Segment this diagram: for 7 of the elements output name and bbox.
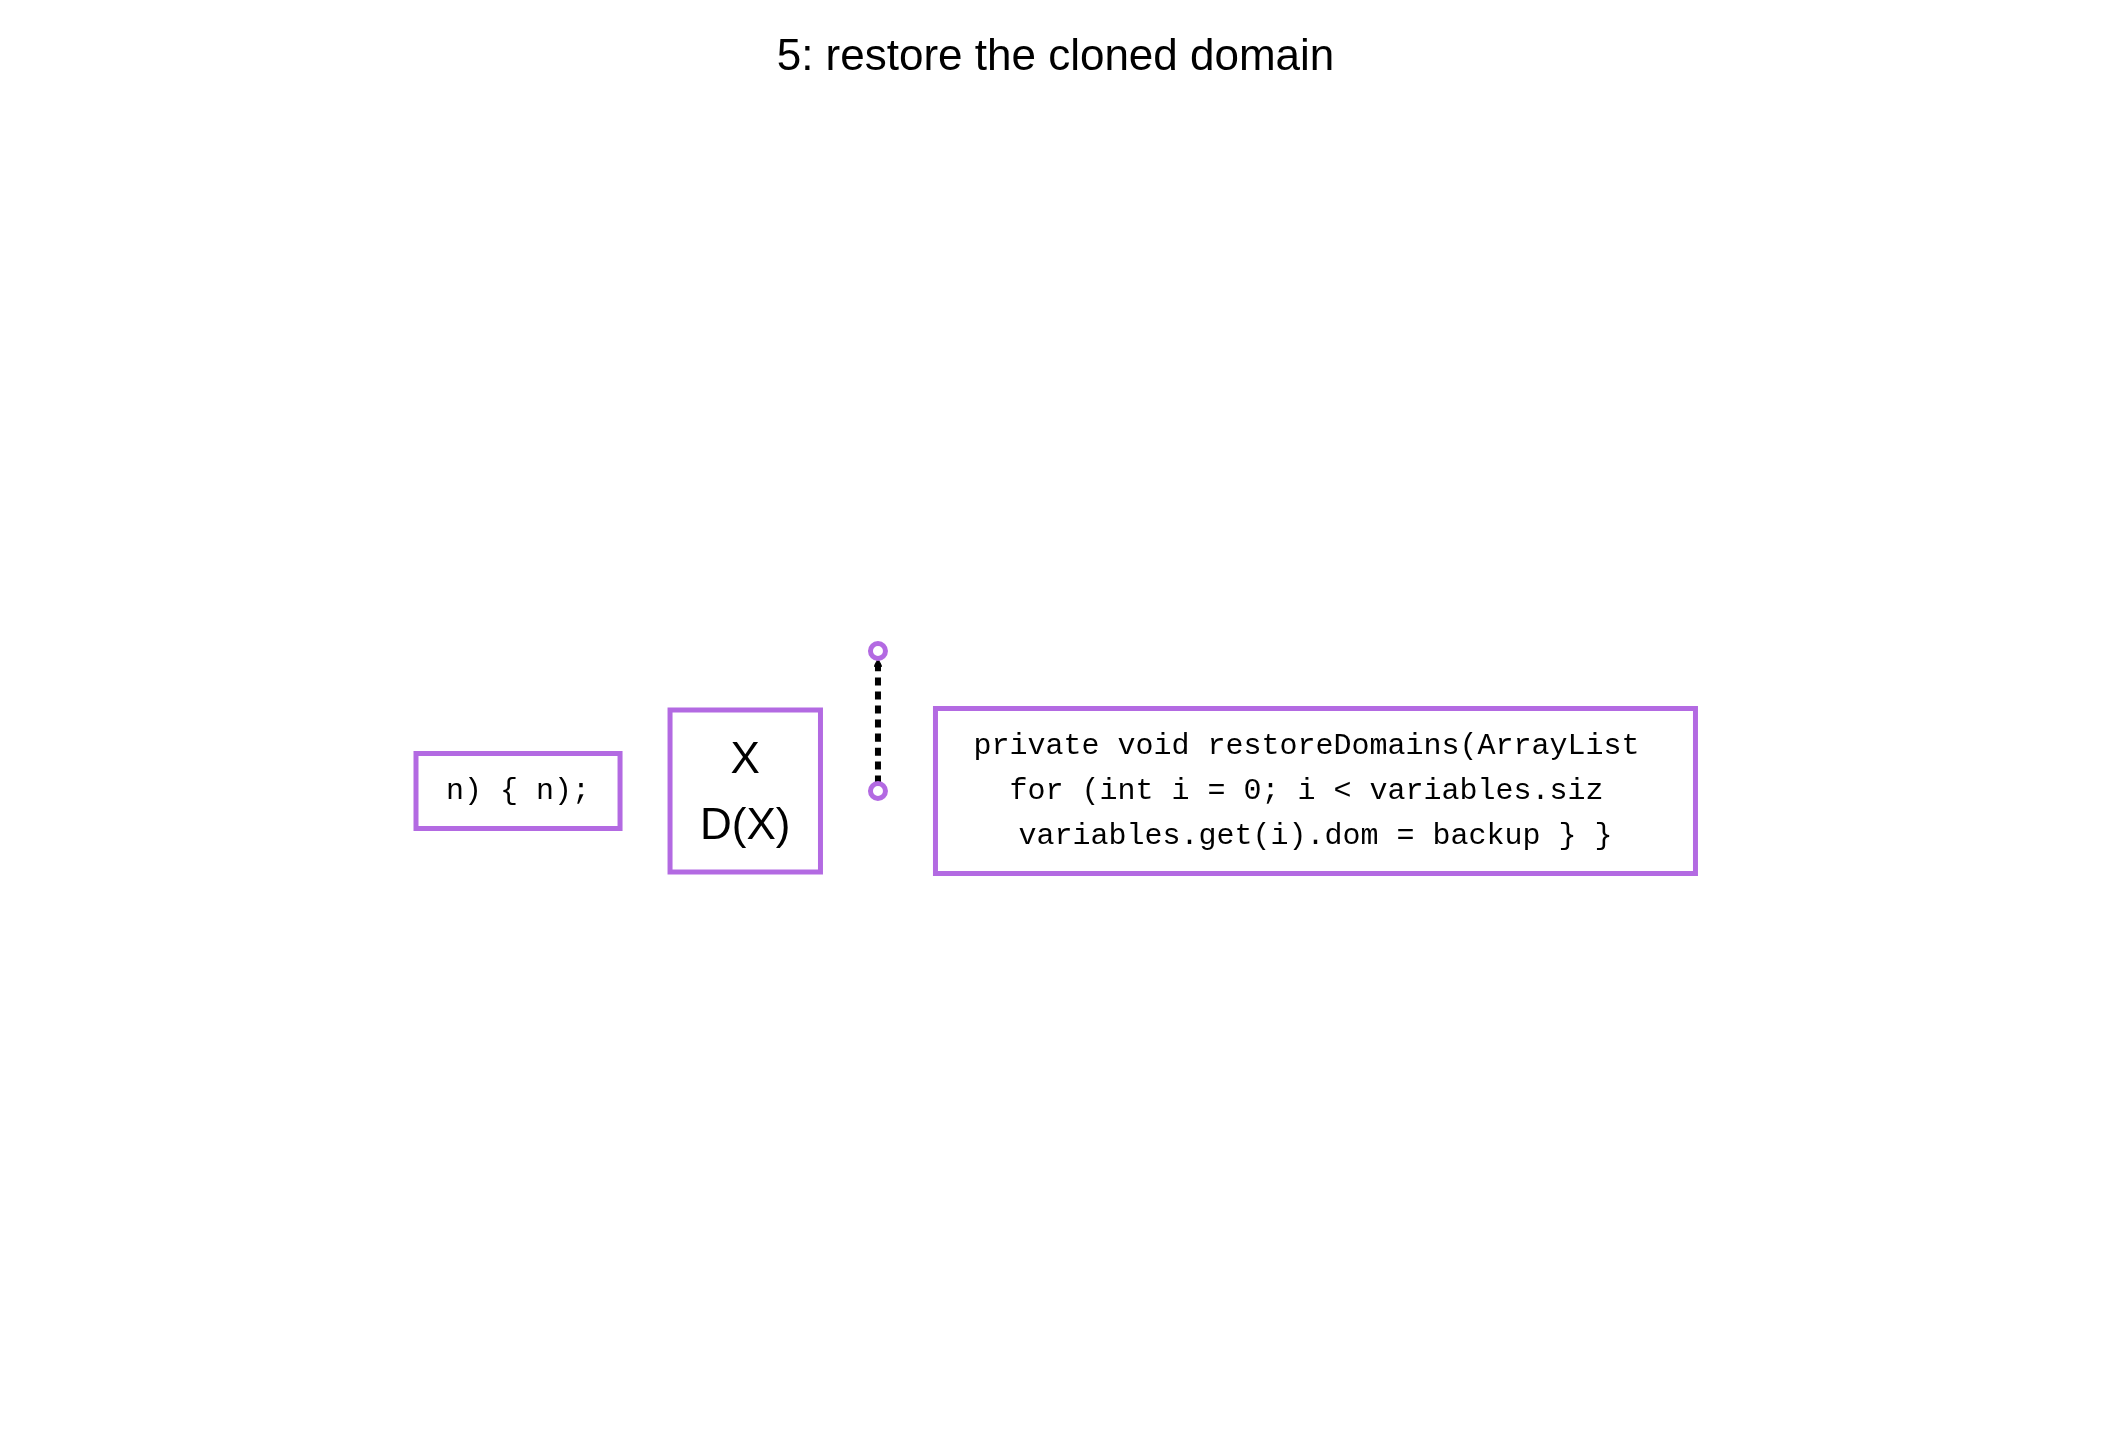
step-caption: 5: restore the cloned domain [776, 30, 1335, 80]
node-box: X D(X) [667, 707, 823, 875]
node-box: n) { n); [413, 751, 623, 831]
node-circle [867, 781, 888, 801]
arrow [873, 658, 883, 784]
node-box: private void restoreDomains(ArrayList for (int i = 0; i < variables.siz variables.get(i).dom = backup } } [932, 706, 1698, 876]
node-circle [867, 641, 888, 661]
